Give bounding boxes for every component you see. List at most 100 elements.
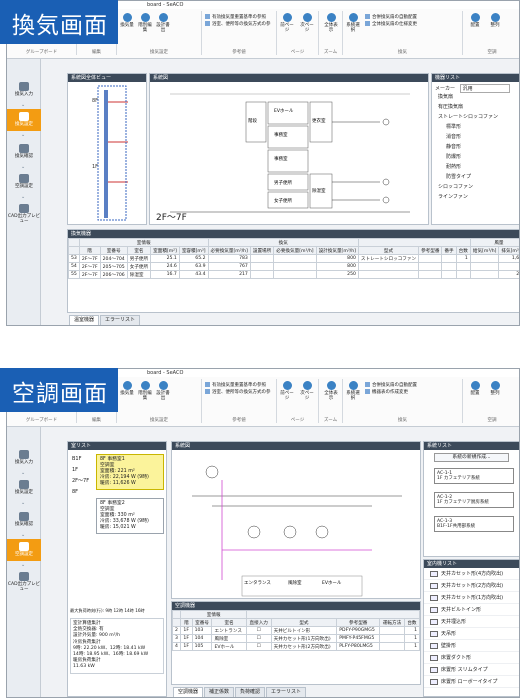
floor-edit-button[interactable]: 階別編集 [137,13,153,33]
align-button[interactable]: 整列 [487,381,503,396]
ribbon-row-2[interactable]: 浴室、便所等の換気方式の参 [205,389,271,396]
nav-vent-setting[interactable]: 換気設定 [7,477,41,499]
list-item[interactable]: 天井埋込形 [424,616,519,628]
list-item[interactable]: 床置形 スリムタイプ [424,664,519,676]
checkbox[interactable]: ☐ [245,634,272,643]
list-item[interactable]: ラインファン [438,194,468,200]
nav-cad-preview[interactable]: CAD出力プレビュー [7,201,41,224]
column-header[interactable]: 必要換気量[m³/h] [207,246,251,255]
column-header[interactable]: 型式 [270,618,338,627]
nav-aircon-setting[interactable]: 空調設定 [7,539,41,561]
nav-vent-input[interactable]: 換気入力 [7,447,41,469]
maker-select[interactable]: 汎用 [459,84,510,93]
vent-volume-button[interactable]: 換気量 [119,381,135,396]
list-item[interactable]: 消音形 [446,134,462,140]
ribbon-row-1[interactable]: 有効換気量重置基準の参照 [205,382,266,389]
list-item[interactable]: シロッコファン [438,184,474,190]
nav-vent-setting[interactable]: 換気設定 [7,109,41,131]
floor-edit-button[interactable]: 階別編集 [137,381,153,401]
layout-button[interactable]: 配置 [467,381,483,396]
list-item[interactable]: 有圧換気扇 [438,104,464,110]
list-item[interactable]: 耐熱形 [446,164,462,170]
list-item[interactable]: 床置形 ローボーイタイプ [424,676,519,688]
nav-aircon-setting[interactable]: 空調設定 [7,171,41,193]
column-header[interactable]: 運転方法 [379,618,405,627]
list-item[interactable]: 天井カセット形(4方向吹出) [424,568,519,580]
prev-page-button[interactable]: 前ページ [279,13,295,33]
column-header[interactable]: 設置場所 [249,246,275,255]
column-header[interactable]: 階 [180,618,193,627]
fit-all-button[interactable]: 全体表示 [323,381,339,401]
column-header[interactable]: 型式 [357,246,420,255]
tab-vent-equipment[interactable]: 温室機器 [69,315,100,325]
list-item[interactable]: ストレートシロッコファン [438,114,499,120]
column-header[interactable]: 室番号 [99,246,128,255]
column-header[interactable]: 給気[m³/h] [469,246,500,255]
list-item[interactable]: 壁掛形 [424,640,519,652]
column-header[interactable]: 参考型番 [418,246,443,255]
align-button[interactable]: 整列 [487,13,503,28]
ribbon-row-4[interactable]: 機器表の作成変更 [365,389,408,396]
system-select-button[interactable]: 系統選択 [345,381,361,401]
list-item[interactable]: 天井カセット形(1方向吹出) [424,592,519,604]
column-header[interactable]: 階 [78,246,101,255]
ribbon-row-3[interactable]: 合併換気扇の自動配置 [365,382,417,389]
column-header[interactable]: 設計換気量[m³/h] [315,246,359,255]
column-header[interactable]: 室名 [126,246,152,255]
design-output-button[interactable]: 設計書出 [155,13,171,33]
layout-button[interactable]: 配置 [467,13,483,28]
list-item[interactable]: 標準形 [446,124,462,130]
column-header[interactable]: 室容積[m³] [178,246,209,255]
tab-error-list[interactable]: エラーリスト [266,687,307,697]
column-header[interactable]: 台数 [455,246,471,255]
column-header[interactable]: 室番号 [191,618,213,627]
nav-cad-preview[interactable]: CAD出力プレビュー [7,569,41,592]
list-item[interactable]: 防雪タイプ [446,174,472,180]
tab-aircon-equipment[interactable]: 空調機器 [173,687,204,697]
list-item[interactable]: 天井カセット形(2方向吹出) [424,580,519,592]
list-item[interactable]: 換気扇 [438,94,454,100]
column-header[interactable]: 室面積[m²] [150,246,180,255]
list-item[interactable]: 天井ビルトイン形 [424,604,519,616]
ribbon-row-4[interactable]: 全体換気扇の仕様変更 [365,21,417,28]
ribbon-row-3[interactable]: 合併換気扇の自動配置 [365,14,417,21]
column-header[interactable]: 台数 [403,618,421,627]
prev-page-button[interactable]: 前ページ [279,381,295,401]
floor-item[interactable]: B1F [72,456,82,462]
ribbon-row-1[interactable]: 有効換気量重置基準の参照 [205,14,266,21]
nav-vent-check[interactable]: 換気確認 [7,509,41,531]
ribbon-row-2[interactable]: 浴室、便所等の換気方式の参 [205,21,271,28]
design-output-button[interactable]: 設計書出 [155,381,171,401]
column-header[interactable]: 排気[m³/h] [498,246,519,255]
floor-item[interactable]: 1F [72,467,79,473]
column-header[interactable]: 必要換気量[m³/h] [273,246,317,255]
fit-all-button[interactable]: 全体表示 [323,13,339,33]
aircon-diagram[interactable]: エンタランス 風除室 EVホール [172,450,420,598]
next-page-button[interactable]: 次ページ [299,13,315,33]
tab-load-check[interactable]: 負荷確認 [235,687,266,697]
system-select-button[interactable]: 系統選択 [345,13,361,33]
nav-vent-check[interactable]: 換気確認 [7,141,41,163]
overview-svg[interactable]: 8F 1F [68,82,146,224]
checkbox[interactable]: ☐ [245,626,272,635]
tab-error-list[interactable]: エラーリスト [100,315,141,325]
list-item[interactable]: 天吊形 [424,628,519,640]
list-item[interactable]: 静音形 [446,144,462,150]
column-header[interactable]: 番手 [441,246,457,255]
list-item[interactable]: 床置ダクト形 [424,652,519,664]
floor-item[interactable]: 8F [72,489,79,495]
system-diagram[interactable]: EVホール 事務室 事務室 男子便所 女子便所 除湿室 階段 更衣室 2F〜7F [150,82,428,224]
list-item[interactable]: 防爆形 [446,154,462,160]
column-header[interactable]: 室名 [211,618,247,627]
tab-correction[interactable]: 補正係数 [204,687,235,697]
